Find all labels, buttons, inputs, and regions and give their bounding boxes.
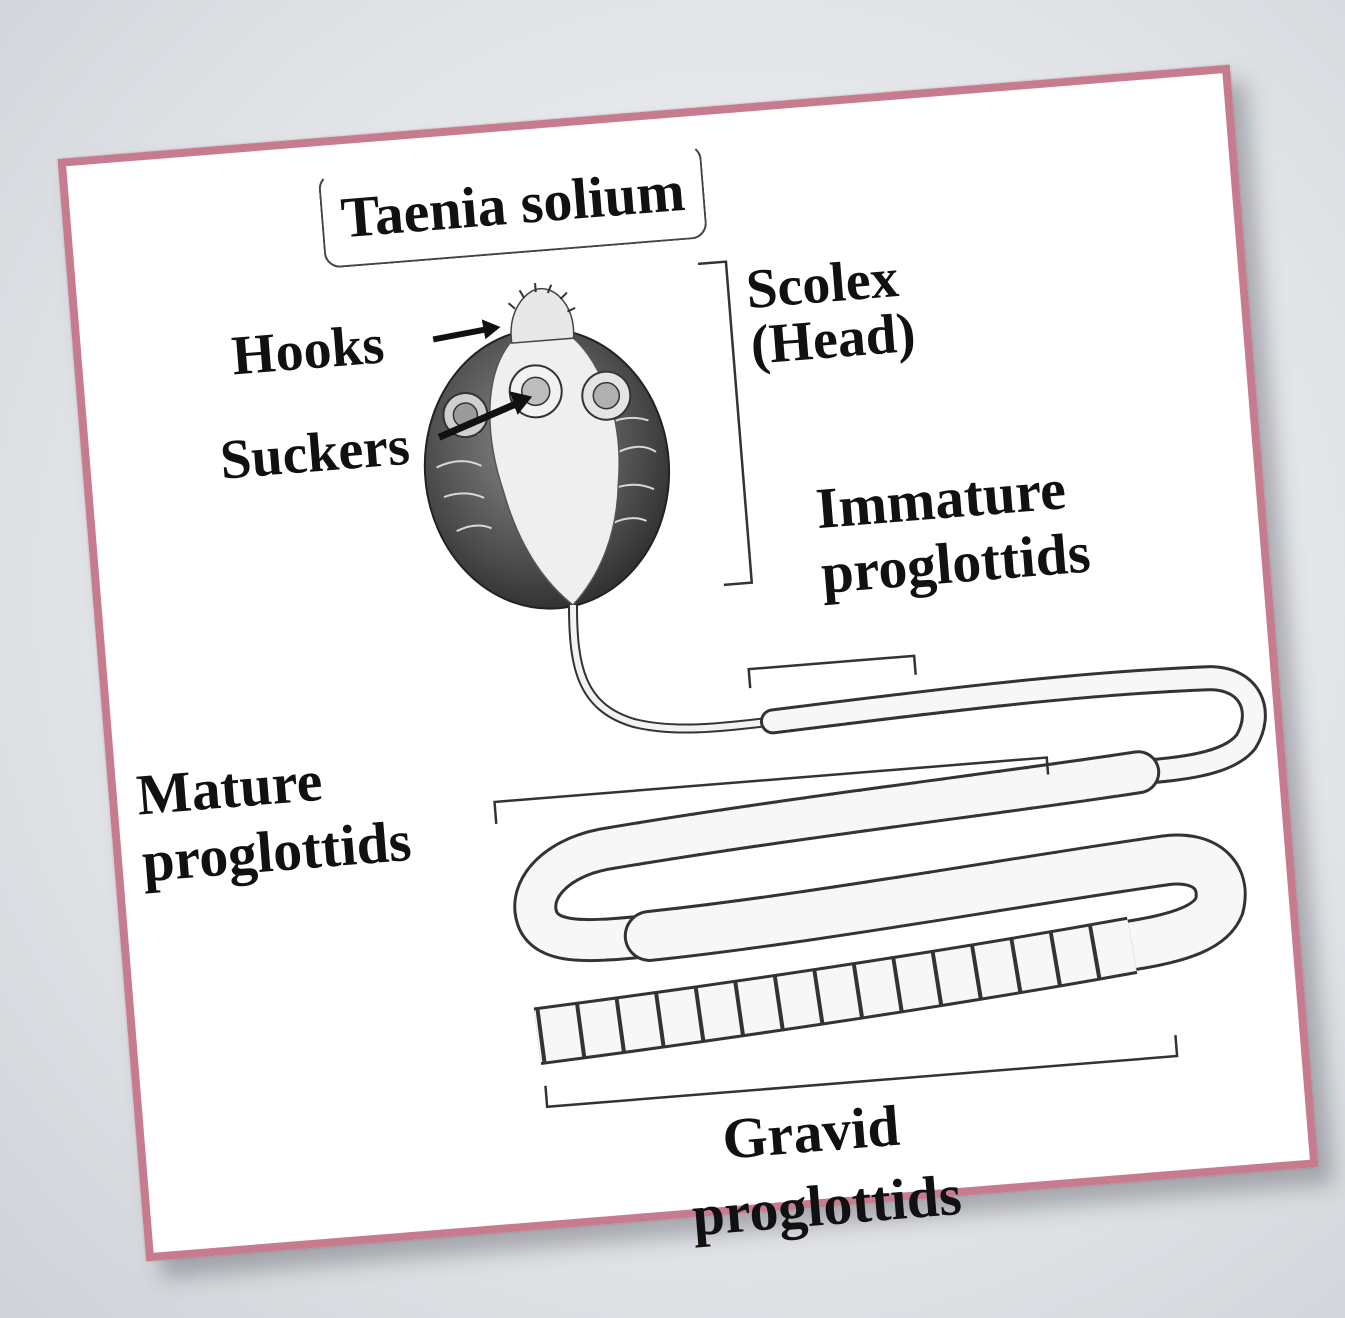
immature-label: Immature proglottids xyxy=(814,456,1093,607)
suckers-label: Suckers xyxy=(218,418,412,489)
gravid-label: Gravid proglottids xyxy=(664,1084,965,1255)
neck-drawing xyxy=(571,590,773,738)
scolex-label-line2: (Head) xyxy=(749,305,918,374)
scolex-drawing xyxy=(410,274,679,619)
diagram-title: Taenia solium xyxy=(339,158,687,250)
diagram-card: Taenia solium Hooks Suckers Scolex (Head… xyxy=(58,65,1319,1262)
tapeworm-illustration xyxy=(66,73,1310,1253)
strobila-drawing xyxy=(513,673,1275,1036)
scolex-bracket xyxy=(698,262,752,585)
hooks-label: Hooks xyxy=(230,316,386,384)
scolex-label: Scolex (Head) xyxy=(744,249,917,374)
mature-label: Mature proglottids xyxy=(134,741,413,896)
immature-bracket xyxy=(749,656,916,688)
hooks-arrow xyxy=(432,318,501,343)
